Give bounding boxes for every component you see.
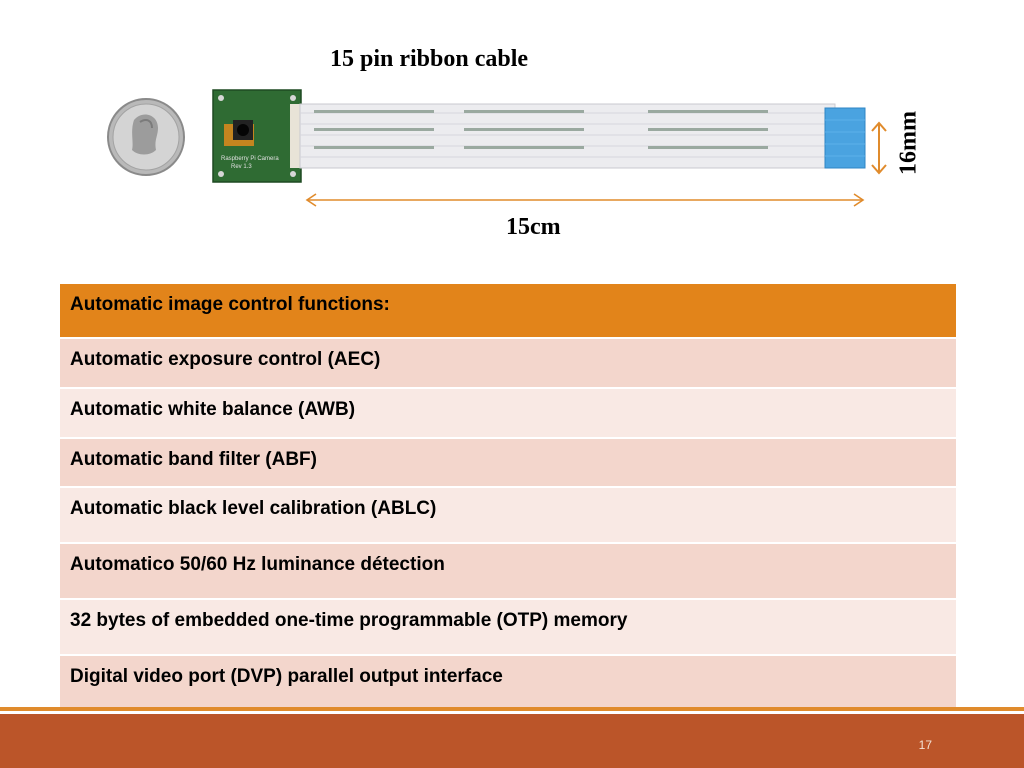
width-arrow [871,121,887,175]
table-row: Automatic exposure control (AEC) [60,337,956,388]
coin-image [107,98,185,176]
footer-gap [0,711,1024,714]
table-cell: Automatic exposure control (AEC) [60,337,956,388]
table-row: Automatic white balance (AWB) [60,387,956,438]
table-cell: Automatico 50/60 Hz luminance détection [60,542,956,599]
table-cell: Automatic white balance (AWB) [60,387,956,438]
table-header-row: Automatic image control functions: [60,282,956,338]
length-arrow [305,193,865,207]
ribbon-cable-image [299,103,866,169]
width-label: 16mm [895,111,922,175]
table-header-cell: Automatic image control functions: [60,282,956,338]
table-row: 32 bytes of embedded one-time programmab… [60,598,956,655]
table-cell: Automatic black level calibration (ABLC) [60,486,956,543]
image-control-table: Automatic image control functions: Autom… [60,282,956,710]
table-cell: Automatic band filter (ABF) [60,437,956,487]
table-row: Digital video port (DVP) parallel output… [60,654,956,710]
camera-board-image: Raspberry Pi Camera Rev 1.3 [212,89,302,183]
footer-bar: 17 [0,714,1024,768]
board-text-2: Rev 1.3 [231,164,252,170]
footer-accent-line [0,707,1024,711]
length-label: 15cm [506,214,561,240]
table-cell: 32 bytes of embedded one-time programmab… [60,598,956,655]
table-row: Automatico 50/60 Hz luminance détection [60,542,956,599]
camera-cable-illustration: Raspberry Pi Camera Rev 1.3 [107,89,887,207]
table-row: Automatic band filter (ABF) [60,437,956,487]
board-text-1: Raspberry Pi Camera [221,156,279,162]
table-row: Automatic black level calibration (ABLC) [60,486,956,543]
cable-title: 15 pin ribbon cable [330,46,529,72]
table-cell: Digital video port (DVP) parallel output… [60,654,956,710]
page-number: 17 [918,738,932,752]
